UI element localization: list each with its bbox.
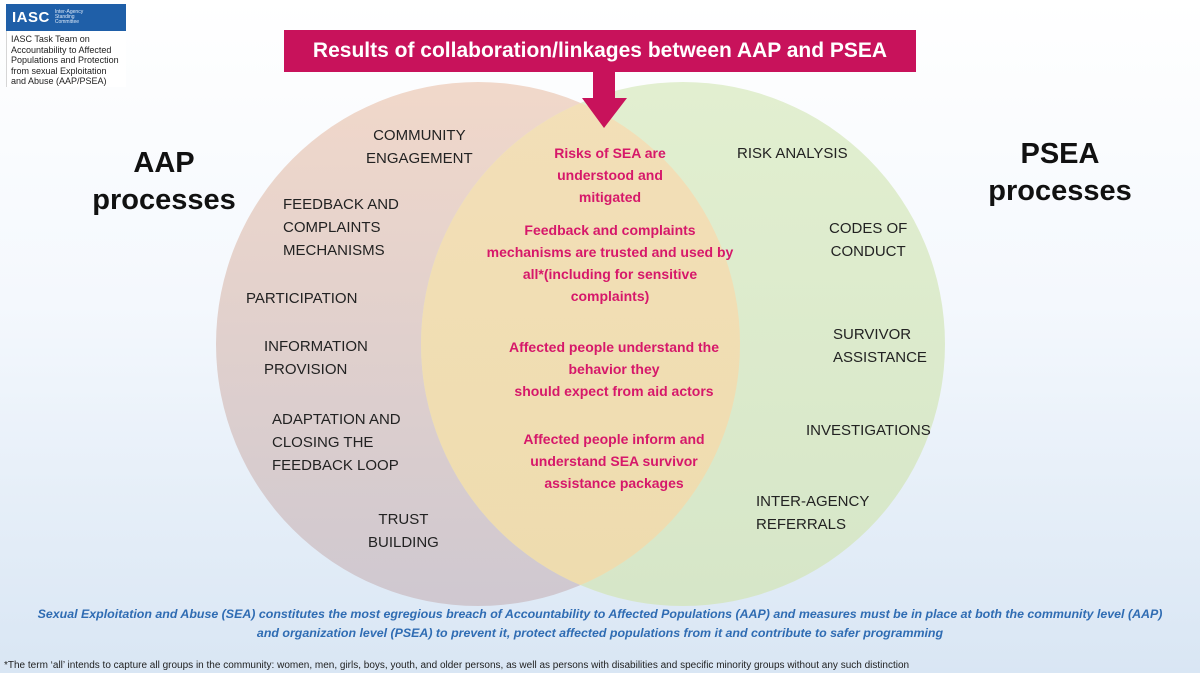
down-arrow-head <box>582 98 627 128</box>
aap-process-community-engagement: COMMUNITY ENGAGEMENT <box>366 124 473 170</box>
psea-process-codes-of-conduct: CODES OF CONDUCT <box>829 217 907 263</box>
result-line: understood and <box>557 167 663 183</box>
proc-line: TRUST <box>378 511 429 528</box>
result-feedback-mechanisms: Feedback and complaints mechanisms are t… <box>460 219 760 307</box>
aap-process-trust-building: TRUST BUILDING <box>368 508 439 554</box>
proc-line: RISK ANALYSIS <box>737 145 848 162</box>
psea-process-risk-analysis: RISK ANALYSIS <box>737 142 848 165</box>
logo-mark: IASC <box>12 9 50 26</box>
proc-line: PROVISION <box>264 361 348 378</box>
proc-line: CONDUCT <box>830 243 906 260</box>
iasc-logo: IASC Inter-Agency Standing Committee IAS… <box>6 4 126 87</box>
logo-bar: IASC Inter-Agency Standing Committee <box>6 4 126 31</box>
down-arrow-shaft <box>593 70 615 100</box>
result-line: Feedback and complaints <box>524 222 696 238</box>
aap-label-line2: processes <box>92 184 236 216</box>
aap-process-feedback-complaints: FEEDBACK AND COMPLAINTS MECHANISMS <box>283 193 399 262</box>
proc-line: BUILDING <box>368 534 439 551</box>
psea-process-survivor-assistance: SURVIVOR ASSISTANCE <box>833 323 927 369</box>
proc-line: ADAPTATION AND <box>272 411 401 428</box>
psea-processes-label: PSEA processes <box>960 136 1160 210</box>
proc-line: CLOSING THE <box>272 434 374 451</box>
proc-line: SURVIVOR <box>833 326 912 343</box>
note-line: and organization level (PSEA) to prevent… <box>256 626 944 640</box>
result-risks-of-sea: Risks of SEA are understood and mitigate… <box>500 142 720 208</box>
proc-line: PARTICIPATION <box>246 290 358 307</box>
results-banner: Results of collaboration/linkages betwee… <box>284 30 916 72</box>
proc-line: ENGAGEMENT <box>366 150 473 167</box>
result-line: should expect from aid actors <box>514 383 714 399</box>
result-line: Affected people inform and <box>523 431 705 447</box>
result-line: Risks of SEA are <box>554 145 666 161</box>
aap-process-adaptation: ADAPTATION AND CLOSING THE FEEDBACK LOOP <box>272 408 401 477</box>
result-line: behavior they <box>568 361 660 377</box>
psea-label-line2: processes <box>988 175 1132 207</box>
result-survivor-assistance: Affected people inform and understand SE… <box>484 428 744 494</box>
footnote: *The term ‘all’ intends to capture all g… <box>4 660 910 671</box>
result-line: mitigated <box>578 189 642 205</box>
aap-process-information-provision: INFORMATION PROVISION <box>264 335 368 381</box>
result-line: Affected people understand the <box>508 339 720 355</box>
proc-line: COMPLAINTS <box>283 219 381 236</box>
aap-processes-label: AAP processes <box>64 145 264 219</box>
result-line: complaints) <box>570 288 650 304</box>
logo-small-text: Inter-Agency Standing Committee <box>54 9 84 25</box>
result-line: understand SEA survivor <box>530 453 698 469</box>
note-line: Sexual Exploitation and Abuse (SEA) cons… <box>37 607 1163 621</box>
aap-label-line1: AAP <box>133 147 195 179</box>
result-line: assistance packages <box>544 475 684 491</box>
proc-line: FEEDBACK LOOP <box>272 457 399 474</box>
result-line: all*(including for sensitive <box>522 266 698 282</box>
proc-line: MECHANISMS <box>283 242 385 259</box>
result-line: mechanisms are trusted and used by <box>486 244 734 260</box>
psea-label-line1: PSEA <box>1020 138 1100 170</box>
proc-line: COMMUNITY <box>373 127 466 144</box>
banner-title: Results of collaboration/linkages betwee… <box>312 39 888 62</box>
psea-process-investigations: INVESTIGATIONS <box>806 419 931 442</box>
logo-caption: IASC Task Team on Accountability to Affe… <box>6 31 126 87</box>
sea-definition-note: Sexual Exploitation and Abuse (SEA) cons… <box>0 605 1200 643</box>
proc-line: ASSISTANCE <box>833 349 927 366</box>
overlap-region <box>421 82 740 606</box>
proc-line: REFERRALS <box>756 516 847 533</box>
proc-line: INTER-AGENCY <box>756 493 870 510</box>
proc-line: INVESTIGATIONS <box>806 422 931 439</box>
result-expected-behavior: Affected people understand the behavior … <box>474 336 754 402</box>
proc-line: CODES OF <box>829 220 908 237</box>
proc-line: INFORMATION <box>264 338 368 355</box>
proc-line: FEEDBACK AND <box>283 196 399 213</box>
aap-process-participation: PARTICIPATION <box>246 287 357 310</box>
psea-process-inter-agency-referrals: INTER-AGENCY REFERRALS <box>756 490 869 536</box>
